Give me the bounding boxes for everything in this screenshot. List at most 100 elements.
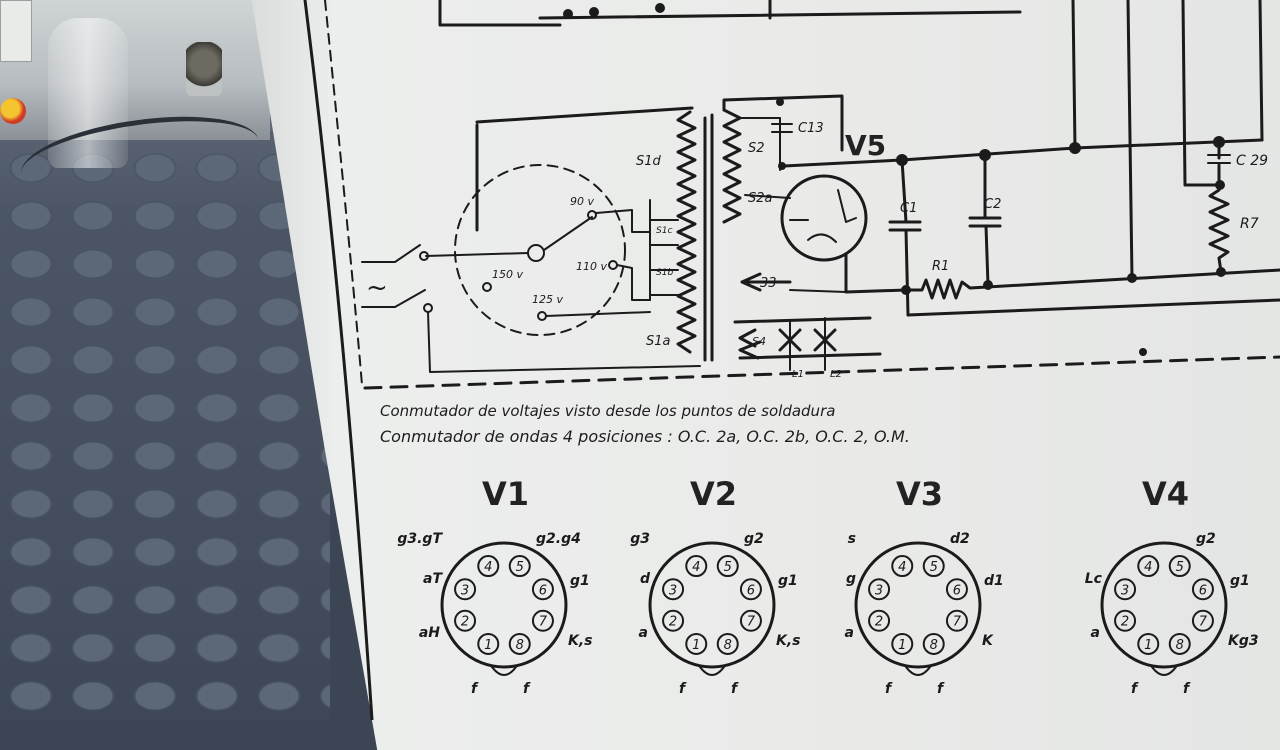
s4-wire <box>733 316 872 324</box>
top-wire-left <box>438 0 562 27</box>
selector-hub <box>527 244 545 262</box>
knob <box>186 42 222 96</box>
socket-pin <box>531 578 554 601</box>
pin-label-b1: f <box>679 681 687 697</box>
pin-label-r1: g1 <box>778 573 798 589</box>
pin-label-tr: g2 <box>744 531 764 547</box>
socket-pin <box>891 555 914 578</box>
label-110v: 110 v <box>576 260 607 273</box>
pin-label-l2: a <box>1091 625 1100 641</box>
pin-number: 3 <box>1121 583 1129 598</box>
tap-wires <box>649 219 679 296</box>
selector-arm <box>543 216 593 251</box>
junction <box>901 285 911 295</box>
contact-150 <box>482 282 492 292</box>
pin-number: 1 <box>1144 638 1152 653</box>
c1-wire <box>900 158 908 224</box>
schematic-drawing: V5 S1d S2 S2a S1a S1c S1b C13 C 29 C1 C2… <box>303 0 1280 720</box>
socket-key <box>905 666 931 676</box>
c13-capacitor <box>771 123 793 133</box>
sheet-border-dash <box>324 0 363 386</box>
socket-pin <box>739 609 762 632</box>
junction <box>1069 142 1081 154</box>
socket-pin <box>868 609 891 632</box>
contact-110 <box>608 260 618 270</box>
pin-label-r2: K,s <box>776 633 801 649</box>
c1-wire <box>904 228 910 317</box>
bus <box>1181 0 1220 187</box>
label-90v: 90 v <box>570 195 594 208</box>
contact-125 <box>537 311 547 321</box>
socket-pin <box>945 578 968 601</box>
pin-number: 6 <box>747 583 755 598</box>
pin-number: 1 <box>692 638 700 653</box>
socket-pin <box>1114 609 1137 632</box>
mains-switch <box>361 244 421 263</box>
socket-pin <box>922 632 945 655</box>
pin-number: 8 <box>1176 638 1184 653</box>
junction <box>1216 267 1226 277</box>
pin-label-l1: Lc <box>1085 571 1103 587</box>
label-s1b: S1b <box>656 268 673 278</box>
label-c13: C13 <box>798 121 824 136</box>
pin-label-l2: a <box>639 625 648 641</box>
label-r1: R1 <box>932 259 949 274</box>
r7-resistor <box>1208 163 1230 274</box>
mains-switch <box>361 289 426 308</box>
pin-number: 3 <box>669 583 677 598</box>
socket-title: V3 <box>896 475 943 513</box>
rectifier-tube <box>780 174 868 262</box>
lab-equipment-background <box>0 0 270 168</box>
pin-label-tl: g3 <box>630 531 650 547</box>
pin-number: 8 <box>516 638 524 653</box>
junction <box>983 280 993 290</box>
pin-label-r2: Kg3 <box>1228 633 1259 649</box>
label-s1a: S1a <box>646 334 671 349</box>
junction <box>1127 273 1137 283</box>
voltage-selector <box>454 164 626 336</box>
pin-label-l2: aH <box>419 625 440 641</box>
label-l1: L1 <box>792 369 804 380</box>
winding-wire <box>744 194 791 199</box>
socket-pin <box>685 632 708 655</box>
label-s1c: S1c <box>656 226 672 236</box>
tube-label-v5: V5 <box>845 129 886 162</box>
socket-pin <box>454 609 477 632</box>
socket-pin <box>454 578 477 601</box>
label-s3: 33 <box>760 276 777 291</box>
mains-wire <box>425 252 529 257</box>
pin-number: 7 <box>1199 615 1208 630</box>
label-s4: S4 <box>752 335 766 348</box>
pin-label-r1: g1 <box>1230 573 1250 589</box>
label-s2: S2 <box>748 141 765 156</box>
pin-number: 4 <box>1144 560 1152 575</box>
pin-label-l1: d <box>640 571 651 587</box>
pin-label-l1: aT <box>423 571 443 587</box>
socket-title: V2 <box>690 475 737 513</box>
pin-number: 5 <box>724 560 732 575</box>
pin-number: 5 <box>1176 560 1184 575</box>
filament-wire <box>844 253 908 294</box>
pin-label-tr: g2.g4 <box>536 531 581 547</box>
pin-label-l1: g <box>846 571 856 587</box>
socket-pin <box>922 555 945 578</box>
label-l2: L2 <box>830 369 842 380</box>
tap-wire <box>545 311 651 317</box>
pin-label-tr: g2 <box>1196 531 1216 547</box>
socket-pin <box>716 632 739 655</box>
pin-label-r1: g1 <box>570 573 590 589</box>
junction <box>1215 180 1225 190</box>
junction <box>655 3 665 13</box>
c29-capacitor <box>1207 154 1231 164</box>
label-c2: C2 <box>984 197 1001 212</box>
pin-label-r2: K <box>982 633 994 649</box>
socket-key <box>491 666 517 676</box>
pin-label-tr: d2 <box>950 531 970 547</box>
section-boundary <box>363 355 1280 390</box>
label-r7: R7 <box>1240 216 1259 232</box>
winding-wire <box>722 94 844 152</box>
socket-pin <box>1137 555 1160 578</box>
